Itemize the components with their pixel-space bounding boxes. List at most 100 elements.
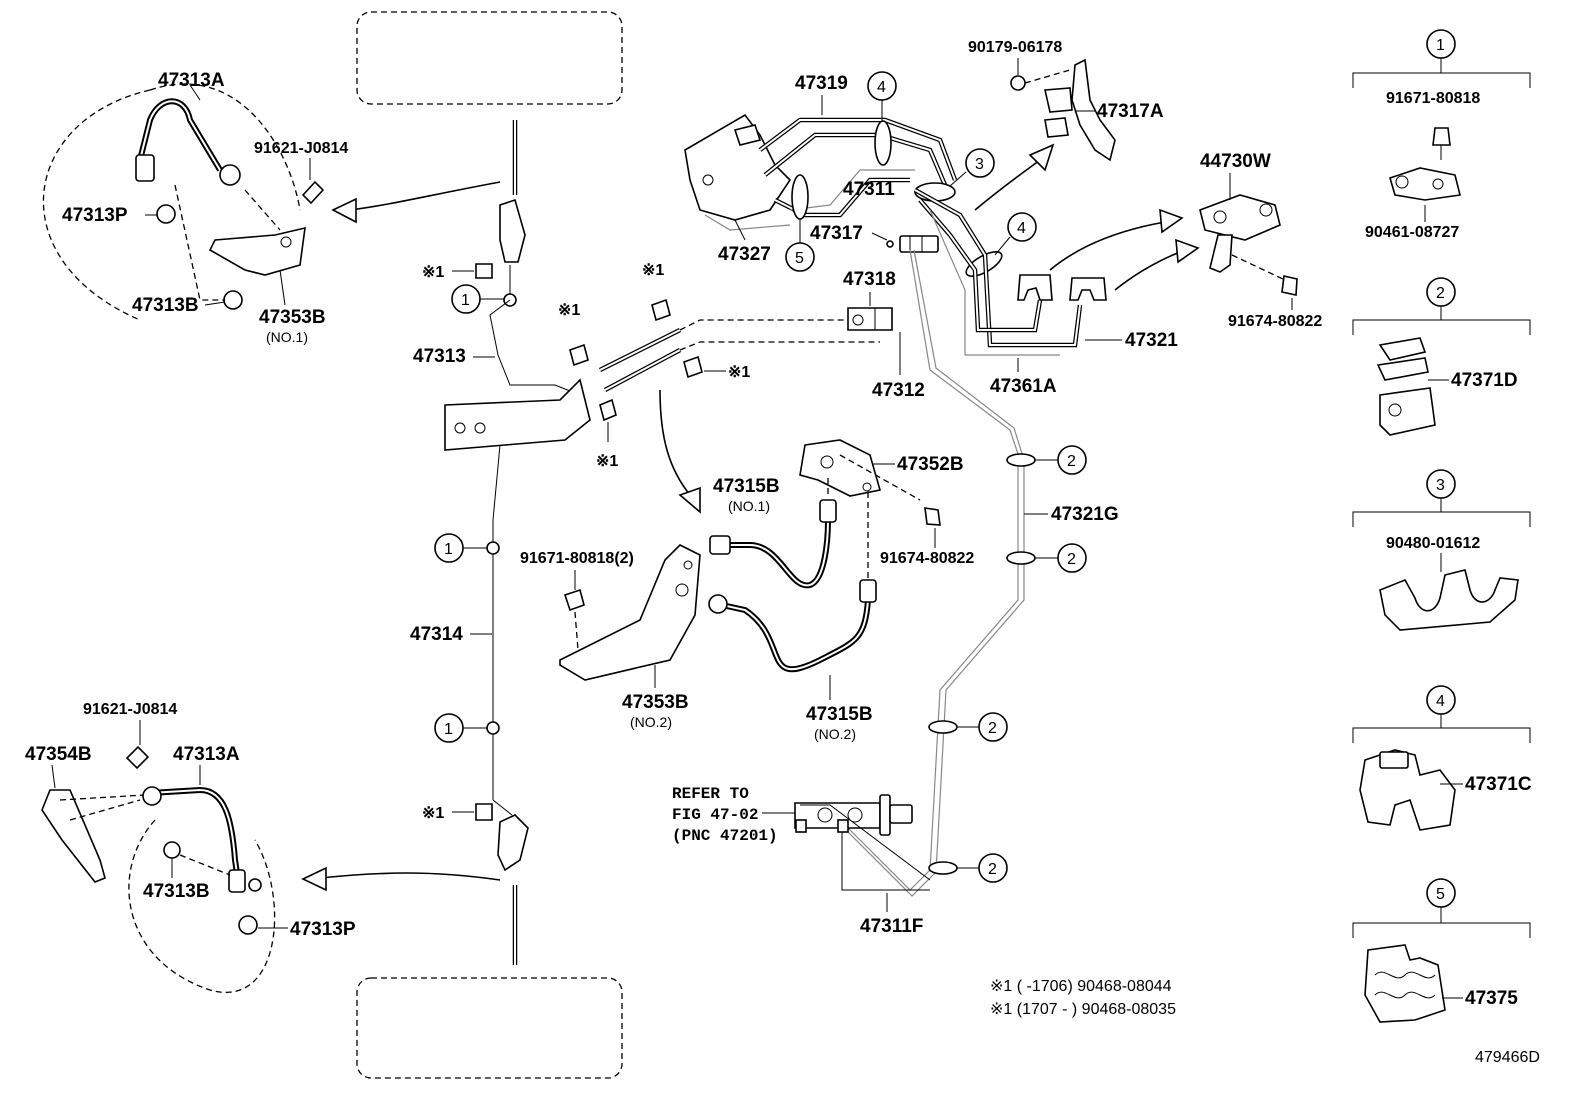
clip-star1-f: ※1 — [596, 422, 618, 470]
sensor-44730W — [1199, 194, 1298, 296]
label-refer-1: REFER TO — [672, 785, 749, 803]
label-91674-top: 91674-80822 — [1228, 313, 1322, 330]
joint-47317 — [886, 235, 939, 253]
svg-text:1: 1 — [444, 541, 453, 558]
hose-47315B-no1 — [709, 499, 837, 589]
label-47352B: 47352B — [897, 454, 964, 475]
hose-47315B-no2 — [708, 579, 877, 673]
clamp-2-c — [928, 720, 958, 734]
actuator-bracket-47327 — [684, 113, 792, 231]
clamp-5 — [791, 174, 809, 220]
clip-star1-c: ※1 — [558, 302, 580, 319]
callout-4-top: 4 — [867, 71, 897, 121]
label-47315B-b-sub: (NO.2) — [814, 726, 856, 742]
label-47311F: 47311F — [860, 916, 923, 937]
label-90179: 90179-06178 — [968, 39, 1062, 56]
svg-text:2: 2 — [1067, 453, 1076, 470]
label-47353B-top: 47353B — [259, 307, 326, 328]
svg-text:91671-80818: 91671-80818 — [1386, 90, 1480, 107]
front-hose-assembly-top — [42, 83, 325, 321]
label-47315B-b: 47315B — [806, 704, 873, 725]
note-line-1: ※1 ( -1706) 90468-08044 — [990, 978, 1172, 995]
svg-text:4: 4 — [1017, 220, 1026, 237]
bracket-47352B — [799, 439, 941, 578]
svg-text:※1: ※1 — [422, 264, 444, 281]
svg-text:4: 4 — [877, 79, 886, 96]
callout-1-b: 1 — [434, 533, 487, 563]
label-91621-top: 91621-J0814 — [254, 140, 348, 157]
label-44730W: 44730W — [1200, 151, 1271, 172]
arrow-to-44730W-a — [1049, 221, 1166, 271]
callout-2-d: 2 — [957, 853, 1008, 883]
svg-text:2: 2 — [988, 720, 997, 737]
legend-group-1: 1 91671-80818 90461-08727 — [1352, 29, 1531, 241]
center-tubes — [569, 298, 880, 422]
legend-group-3: 3 90480-01612 — [1352, 469, 1531, 631]
svg-text:5: 5 — [795, 250, 804, 267]
arrow-to-47317A — [974, 159, 1041, 211]
bracket-47353B-no2 — [559, 544, 701, 681]
clip-star1-a: ※1 — [422, 263, 493, 281]
clamp-2-a — [1006, 453, 1036, 467]
tube-47321G — [829, 460, 1025, 897]
arrow-top-left — [349, 181, 501, 211]
label-47321G: 47321G — [1051, 504, 1119, 525]
label-refer-2: FIG 47-02 — [672, 806, 758, 824]
tubes-47321 — [909, 188, 1083, 461]
label-47317A: 47317A — [1097, 101, 1164, 122]
legend-group-4: 4 47371C — [1352, 685, 1532, 831]
joint-47318 — [847, 307, 893, 331]
svg-text:1: 1 — [444, 721, 453, 738]
clamp-4-top — [874, 120, 892, 166]
svg-text:1: 1 — [461, 292, 470, 309]
clip-star1-d: ※1 — [642, 262, 664, 279]
svg-text:※1: ※1 — [596, 453, 618, 470]
label-47313B-bot: 47313B — [143, 881, 210, 902]
label-91674-mid: 91674-80822 — [880, 550, 974, 567]
callout-2-b: 2 — [1035, 543, 1087, 573]
dashed-box-bottom — [356, 977, 623, 1079]
figure-code: 479466D — [1475, 1049, 1540, 1066]
label-47313B-top: 47313B — [132, 295, 199, 316]
svg-text:3: 3 — [1436, 477, 1445, 494]
label-47353B-mid-sub: (NO.2) — [630, 714, 672, 730]
svg-text:47371C: 47371C — [1465, 774, 1532, 795]
svg-text:90480-01612: 90480-01612 — [1386, 535, 1480, 552]
callout-1-a: 1 — [451, 284, 504, 314]
label-91671-mid: 91671-80818(2) — [520, 550, 634, 567]
svg-text:2: 2 — [988, 861, 997, 878]
svg-text:90461-08727: 90461-08727 — [1365, 224, 1459, 241]
label-47313P-bot: 47313P — [290, 919, 356, 940]
svg-text:※1: ※1 — [558, 302, 580, 319]
svg-text:4: 4 — [1436, 693, 1445, 710]
svg-text:2: 2 — [1436, 285, 1445, 302]
master-cylinder — [794, 794, 931, 891]
svg-text:3: 3 — [975, 156, 984, 173]
label-47314: 47314 — [410, 624, 463, 645]
callout-3: 3 — [949, 148, 995, 187]
svg-text:※1: ※1 — [422, 805, 444, 822]
label-47353B-mid: 47353B — [622, 692, 689, 713]
label-47313: 47313 — [413, 346, 466, 367]
callout-2-a: 2 — [1035, 445, 1087, 475]
arrow-down-center — [659, 389, 691, 496]
svg-text:5: 5 — [1436, 886, 1445, 903]
clip-star1-b: ※1 — [422, 803, 493, 822]
clip-star1-e: ※1 — [704, 364, 750, 381]
label-47313A-bot: 47313A — [173, 744, 240, 765]
arrow-to-44730W-b — [1114, 251, 1181, 291]
svg-text:※1: ※1 — [728, 364, 750, 381]
callout-4-mid: 4 — [994, 212, 1037, 256]
label-47315B-a-sub: (NO.1) — [728, 498, 770, 514]
clamp-2-d — [928, 861, 958, 875]
legend-group-5: 5 47375 — [1352, 878, 1531, 1023]
label-47361A: 47361A — [990, 376, 1057, 397]
arrow-bottom-left — [319, 872, 501, 881]
label-47354B: 47354B — [25, 744, 92, 765]
callout-1-c: 1 — [434, 713, 487, 743]
label-47317: 47317 — [810, 223, 863, 244]
svg-text:2: 2 — [1067, 551, 1076, 568]
label-47311: 47311 — [843, 179, 895, 200]
svg-text:47371D: 47371D — [1451, 370, 1518, 391]
